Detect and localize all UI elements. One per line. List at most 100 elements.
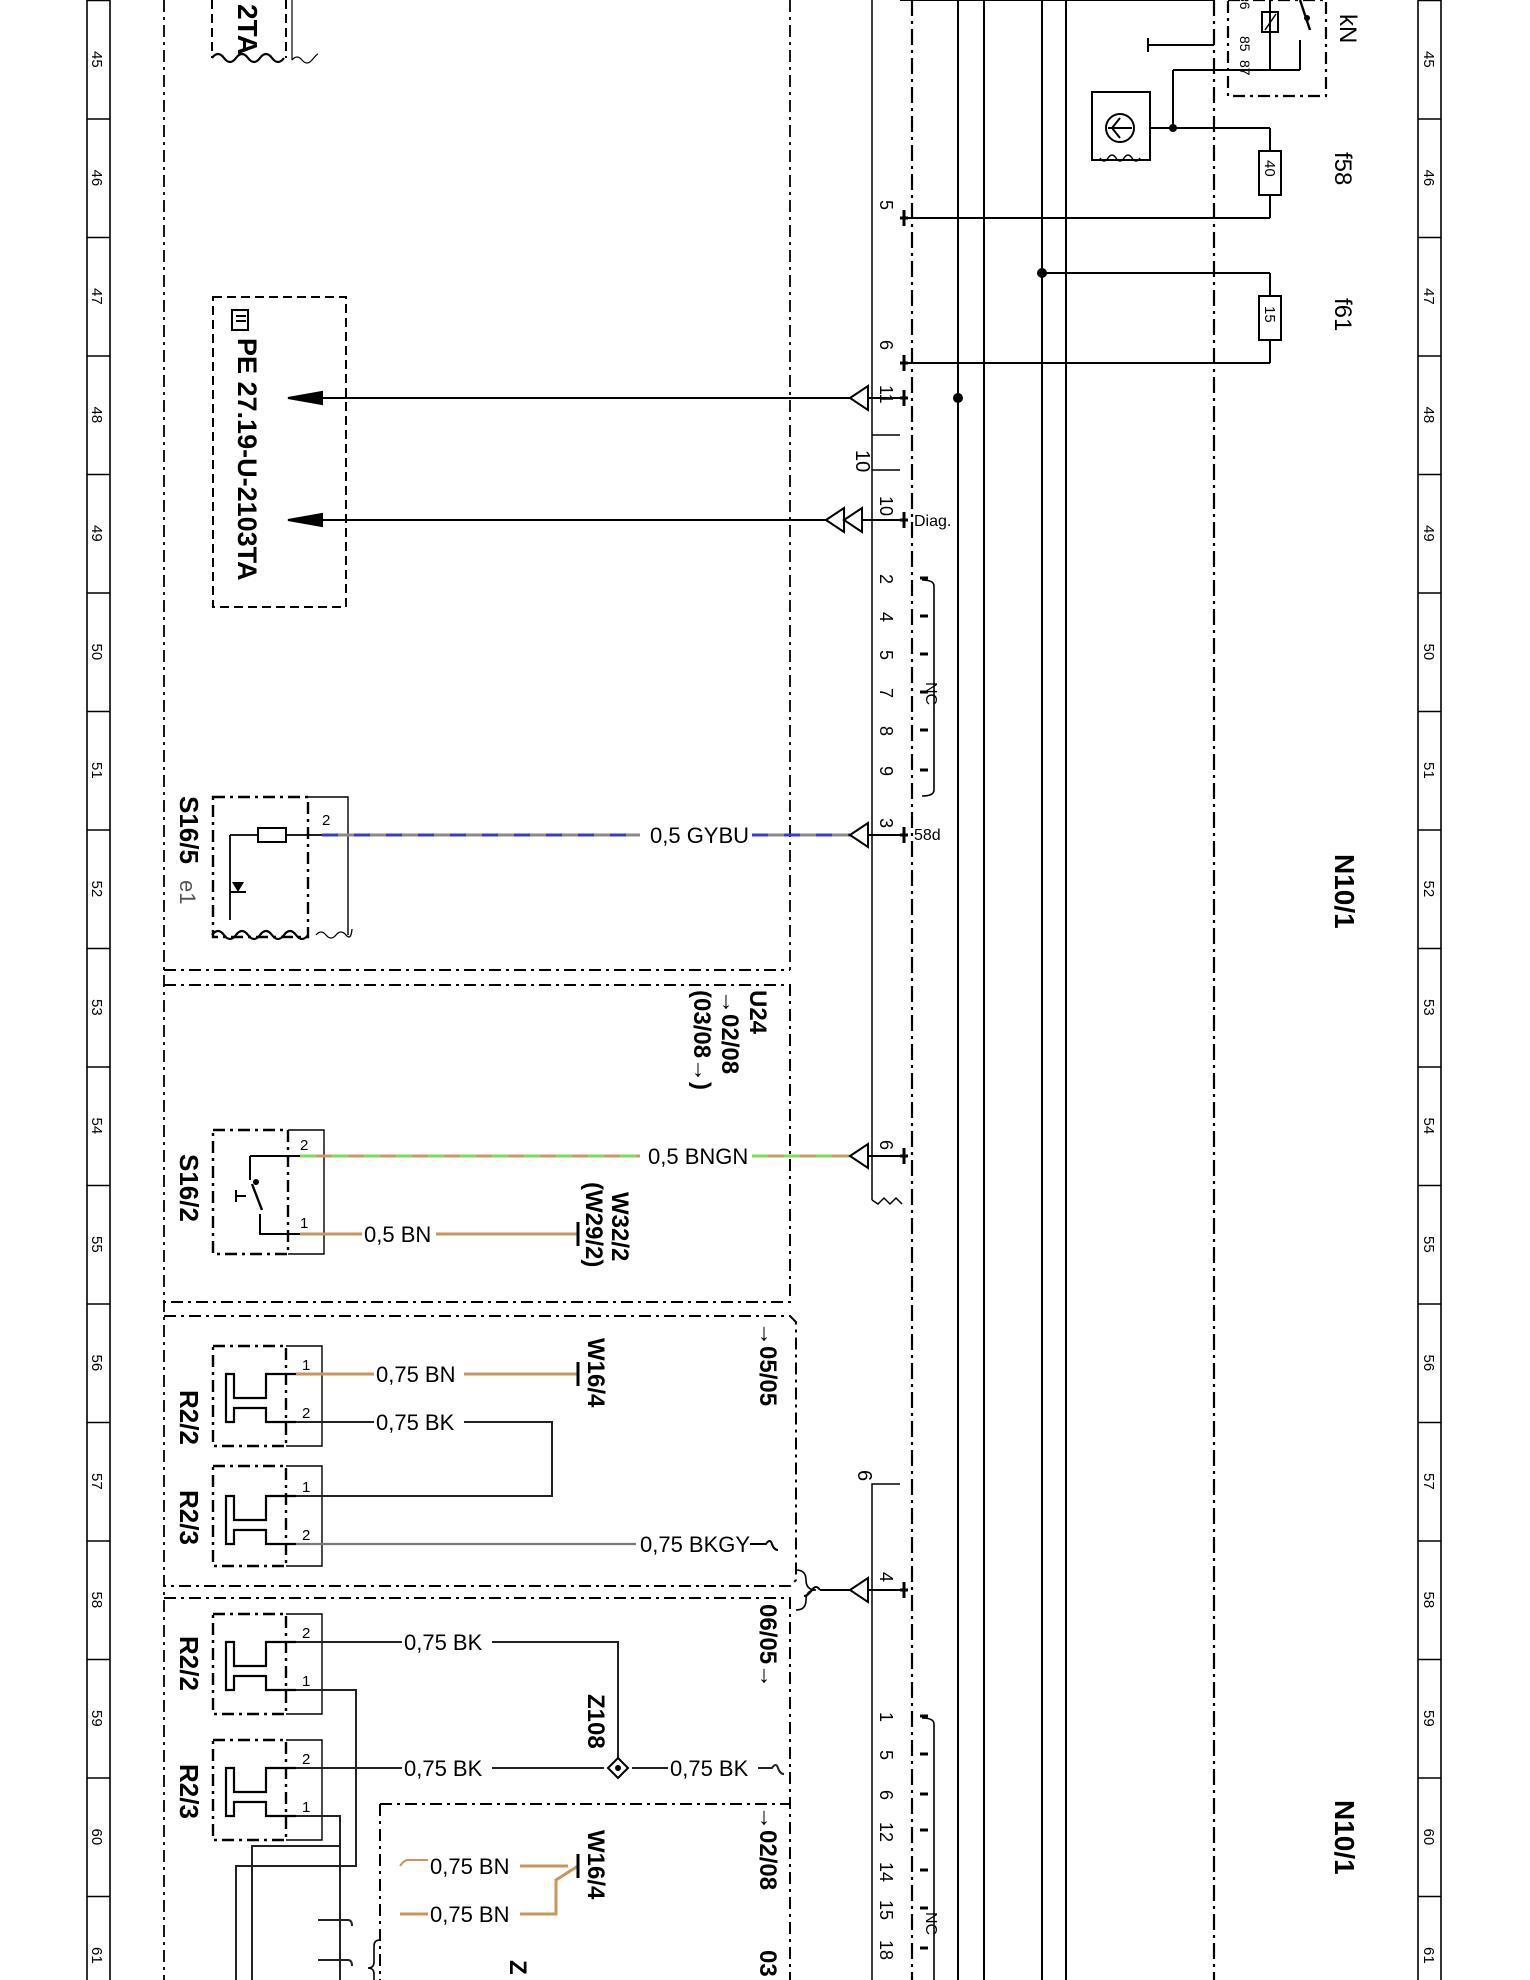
- box-c: →02/08 03 Z: [367, 1803, 790, 1980]
- heater-pin-b23-2: 2: [302, 1751, 310, 1768]
- relay-label: kN: [1334, 14, 1361, 43]
- nc-pin-8: 8: [876, 726, 896, 736]
- grid-label-right: 56: [1420, 1355, 1437, 1372]
- heater-r2-3-b[interactable]: R2/3: [174, 1738, 323, 1842]
- box-a-wires: 0,75 BN W16/4 0,75 BK 0,75 BKGY: [296, 1338, 779, 1557]
- right-grid-strip: [1417, 0, 1442, 1980]
- grid-label-left: 52: [88, 881, 105, 898]
- connector-pin-ticks: [900, 210, 908, 1598]
- wire-bk-b1-label: 0,75 BK: [404, 1630, 483, 1655]
- pin-10-outer: 10: [851, 450, 873, 472]
- relay-pin-87: 87: [1237, 60, 1253, 76]
- module-label-n10-1-b: N10/1: [1329, 1800, 1360, 1875]
- component-s16-5[interactable]: 2 S16/5 e1: [174, 795, 353, 941]
- lower-nc-18: 18: [876, 1940, 896, 1960]
- relay-pin-85: 85: [1237, 36, 1253, 52]
- wire-bn-075-label: 0,75 BN: [376, 1362, 456, 1387]
- grid-label-right: 52: [1420, 881, 1437, 898]
- heater-r2-2-b[interactable]: R2/2: [174, 1612, 323, 1716]
- grid-label-right: 58: [1420, 1592, 1437, 1609]
- grid-ticks: [87, 0, 1441, 1898]
- pin-bngn: 6: [876, 1140, 896, 1150]
- grid-label-right: 60: [1420, 1829, 1437, 1846]
- letter-z: Z: [504, 1960, 531, 1975]
- component-s16-2[interactable]: 2 1 S16/2: [174, 1128, 325, 1256]
- relay-kn: 86 85 87 kN: [1147, 0, 1361, 98]
- box-b-wires: [235, 1641, 785, 1980]
- heater-pin-b23-1: 1: [302, 1799, 310, 1816]
- lower-nc-6: 6: [876, 1790, 896, 1800]
- fuse-f58-rating: 40: [1261, 160, 1278, 177]
- grid-label-left: 45: [88, 51, 105, 68]
- lower-nc-12: 12: [876, 1822, 896, 1842]
- heater-pin-labels: 1 2 1 2 2 1 2 1: [302, 1357, 310, 1816]
- label-58d: 58d: [914, 827, 941, 844]
- fuse-f58-name: f58: [1329, 152, 1356, 185]
- r2-2-a-name: R2/2: [174, 1390, 204, 1445]
- wire-bn-05: 0,5 BN W32/2 (W29/2): [300, 1182, 633, 1267]
- fuse-f61: 15 f61: [1258, 273, 1356, 363]
- bus-connections: [900, 0, 1270, 364]
- wire-bk-075-label: 0,75 BK: [376, 1410, 455, 1435]
- box-c-label: →02/08: [754, 1806, 781, 1890]
- wire-bn-c2-label: 0,75 BN: [430, 1902, 510, 1927]
- grid-label-left: 54: [88, 1118, 105, 1135]
- grid-label-left: 51: [88, 762, 105, 779]
- s16-2-pin2: 2: [300, 1137, 308, 1154]
- splice-z108-label: Z108: [582, 1694, 609, 1749]
- pin-58d: 3: [876, 818, 896, 828]
- grid-label-left: 47: [88, 288, 105, 305]
- grid-label-right: 49: [1420, 525, 1437, 542]
- nc-label-top: NC: [922, 682, 939, 705]
- r2-3-b-name: R2/3: [174, 1764, 204, 1819]
- connector-pin-labels: 5 6 11 10 10 3 6: [851, 200, 896, 1150]
- wire-bn-05-label: 0,5 BN: [364, 1222, 431, 1247]
- wire-bk-b3-label: 0,75 BK: [670, 1756, 749, 1781]
- ref-stub-top: 2TA: [211, 0, 319, 64]
- heater-pin-a23-2: 2: [302, 1527, 310, 1544]
- lower-nc-5: 5: [876, 1750, 896, 1760]
- bus-lines: [953, 0, 1067, 1980]
- connector-main: [871, 0, 903, 1206]
- grid-label-left: 48: [88, 407, 105, 424]
- s16-5-pin: 2: [322, 812, 330, 829]
- heater-pin-b22-1: 1: [302, 1673, 310, 1690]
- n10-1-boundary: [910, 0, 1216, 1980]
- grid-label-left: 59: [88, 1710, 105, 1727]
- pin-6: 6: [876, 340, 896, 350]
- relay-pin-86: 86: [1237, 0, 1253, 10]
- grid-label-left: 61: [88, 1947, 105, 1964]
- pin-10: 10: [876, 496, 896, 516]
- reference-box[interactable]: PE 27.19-U-2103TA: [212, 296, 347, 608]
- heater-pin-b22-2: 2: [302, 1625, 310, 1642]
- lower-pin-6: 6: [853, 1470, 875, 1481]
- heater-r2-3-a[interactable]: R2/3: [174, 1464, 323, 1568]
- left-grid-strip: [86, 0, 111, 1980]
- grid-label-left: 50: [88, 644, 105, 661]
- pin-5: 5: [876, 200, 896, 210]
- wire-bk-b2-label: 0,75 BK: [404, 1756, 483, 1781]
- grid-label-right: 59: [1420, 1710, 1437, 1727]
- grid-label-right: 53: [1420, 999, 1437, 1016]
- grid-label-right: 47: [1420, 288, 1437, 305]
- u24-block: U24 →02/08 (03/08→): [164, 969, 791, 1303]
- box-c-wires: 0,75 BN 0,75 BN W16/4: [399, 1830, 609, 1927]
- s16-2-pin1: 1: [300, 1215, 308, 1232]
- grid-label-right: 51: [1420, 762, 1437, 779]
- u24-code: U24: [744, 990, 771, 1035]
- box-a: →05/05: [164, 1315, 797, 1587]
- grid-label-left: 55: [88, 1236, 105, 1253]
- box-b-label: 06/05→: [754, 1604, 781, 1688]
- nc-pin-9: 9: [876, 766, 896, 776]
- sensor-symbol: [1091, 69, 1214, 162]
- left-zone-lines: [163, 0, 791, 1980]
- heater-r2-2-a[interactable]: R2/2: [174, 1344, 323, 1448]
- box-b: 06/05→: [164, 1597, 791, 1980]
- ref-arrow-lines: [287, 384, 900, 534]
- diag-label: Diag.: [914, 513, 951, 530]
- wire-bkgy-075-label: 0,75 BKGY: [640, 1532, 750, 1557]
- nc-pin-group-top: 2 4 5 7 8 9 NC: [876, 574, 939, 797]
- ground-w32-line1: W32/2: [606, 1192, 633, 1261]
- grid-label-left: 60: [88, 1829, 105, 1846]
- box-a-label: →05/05: [754, 1322, 781, 1406]
